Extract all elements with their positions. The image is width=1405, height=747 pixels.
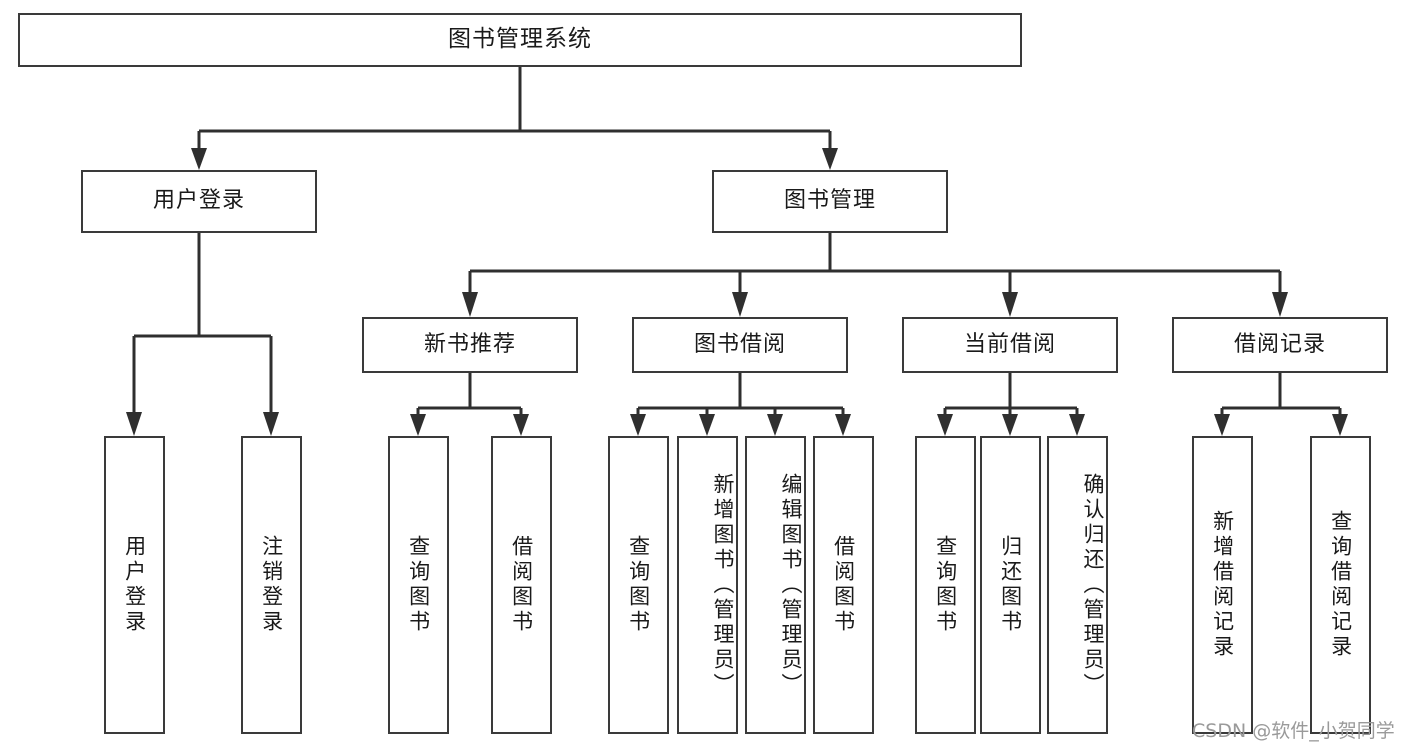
watermark-text: CSDN @软件_小贺同学 [1192, 720, 1395, 742]
node-book-borrow[interactable]: 图书借阅 [632, 317, 848, 373]
node-label: 用户登录 [152, 188, 245, 214]
node-label: 借阅图书 [831, 535, 856, 635]
leaf-new-book-query-book[interactable]: 查询图书 [388, 436, 449, 734]
node-borrow-record[interactable]: 借阅记录 [1172, 317, 1388, 373]
leaf-user-login-signout[interactable]: 注销登录 [241, 436, 302, 734]
leaf-new-book-borrow-book[interactable]: 借阅图书 [491, 436, 552, 734]
node-label: 用户登录 [122, 535, 147, 635]
leaf-current-borrow-confirm-return-admin[interactable]: 确认归还（管理员） [1047, 436, 1108, 734]
leaf-current-borrow-query-book[interactable]: 查询图书 [915, 436, 976, 734]
node-current-borrow[interactable]: 当前借阅 [902, 317, 1118, 373]
node-user-login[interactable]: 用户登录 [81, 170, 317, 233]
node-label: 归还图书 [998, 535, 1023, 635]
leaf-current-borrow-return-book[interactable]: 归还图书 [980, 436, 1041, 734]
node-new-book-recommend[interactable]: 新书推荐 [362, 317, 578, 373]
leaf-user-login-signin[interactable]: 用户登录 [104, 436, 165, 734]
node-label: 图书管理系统 [448, 26, 592, 53]
node-label: 借阅记录 [1233, 331, 1326, 357]
node-label: 编辑图书（管理员） [779, 472, 803, 698]
node-label: 注销登录 [259, 535, 284, 635]
node-root-system[interactable]: 图书管理系统 [18, 13, 1022, 67]
node-label: 查询图书 [406, 535, 431, 635]
leaf-book-borrow-add-book-admin[interactable]: 新增图书（管理员） [677, 436, 738, 734]
leaf-book-borrow-query-book[interactable]: 查询图书 [608, 436, 669, 734]
node-label: 新增图书（管理员） [711, 472, 735, 698]
leaf-book-borrow-edit-book-admin[interactable]: 编辑图书（管理员） [745, 436, 806, 734]
node-label: 当前借阅 [963, 331, 1056, 357]
node-label: 新增借阅记录 [1210, 510, 1235, 660]
node-label: 图书管理 [783, 188, 876, 214]
node-book-management[interactable]: 图书管理 [712, 170, 948, 233]
node-label: 查询借阅记录 [1328, 510, 1353, 660]
leaf-book-borrow-borrow-book[interactable]: 借阅图书 [813, 436, 874, 734]
node-label: 新书推荐 [423, 331, 516, 357]
node-label: 查询图书 [933, 535, 958, 635]
node-label: 确认归还（管理员） [1081, 472, 1105, 698]
leaf-borrow-record-add-record[interactable]: 新增借阅记录 [1192, 436, 1253, 734]
node-label: 查询图书 [626, 535, 651, 635]
leaf-borrow-record-query-record[interactable]: 查询借阅记录 [1310, 436, 1371, 734]
node-label: 借阅图书 [509, 535, 534, 635]
node-label: 图书借阅 [693, 331, 786, 357]
